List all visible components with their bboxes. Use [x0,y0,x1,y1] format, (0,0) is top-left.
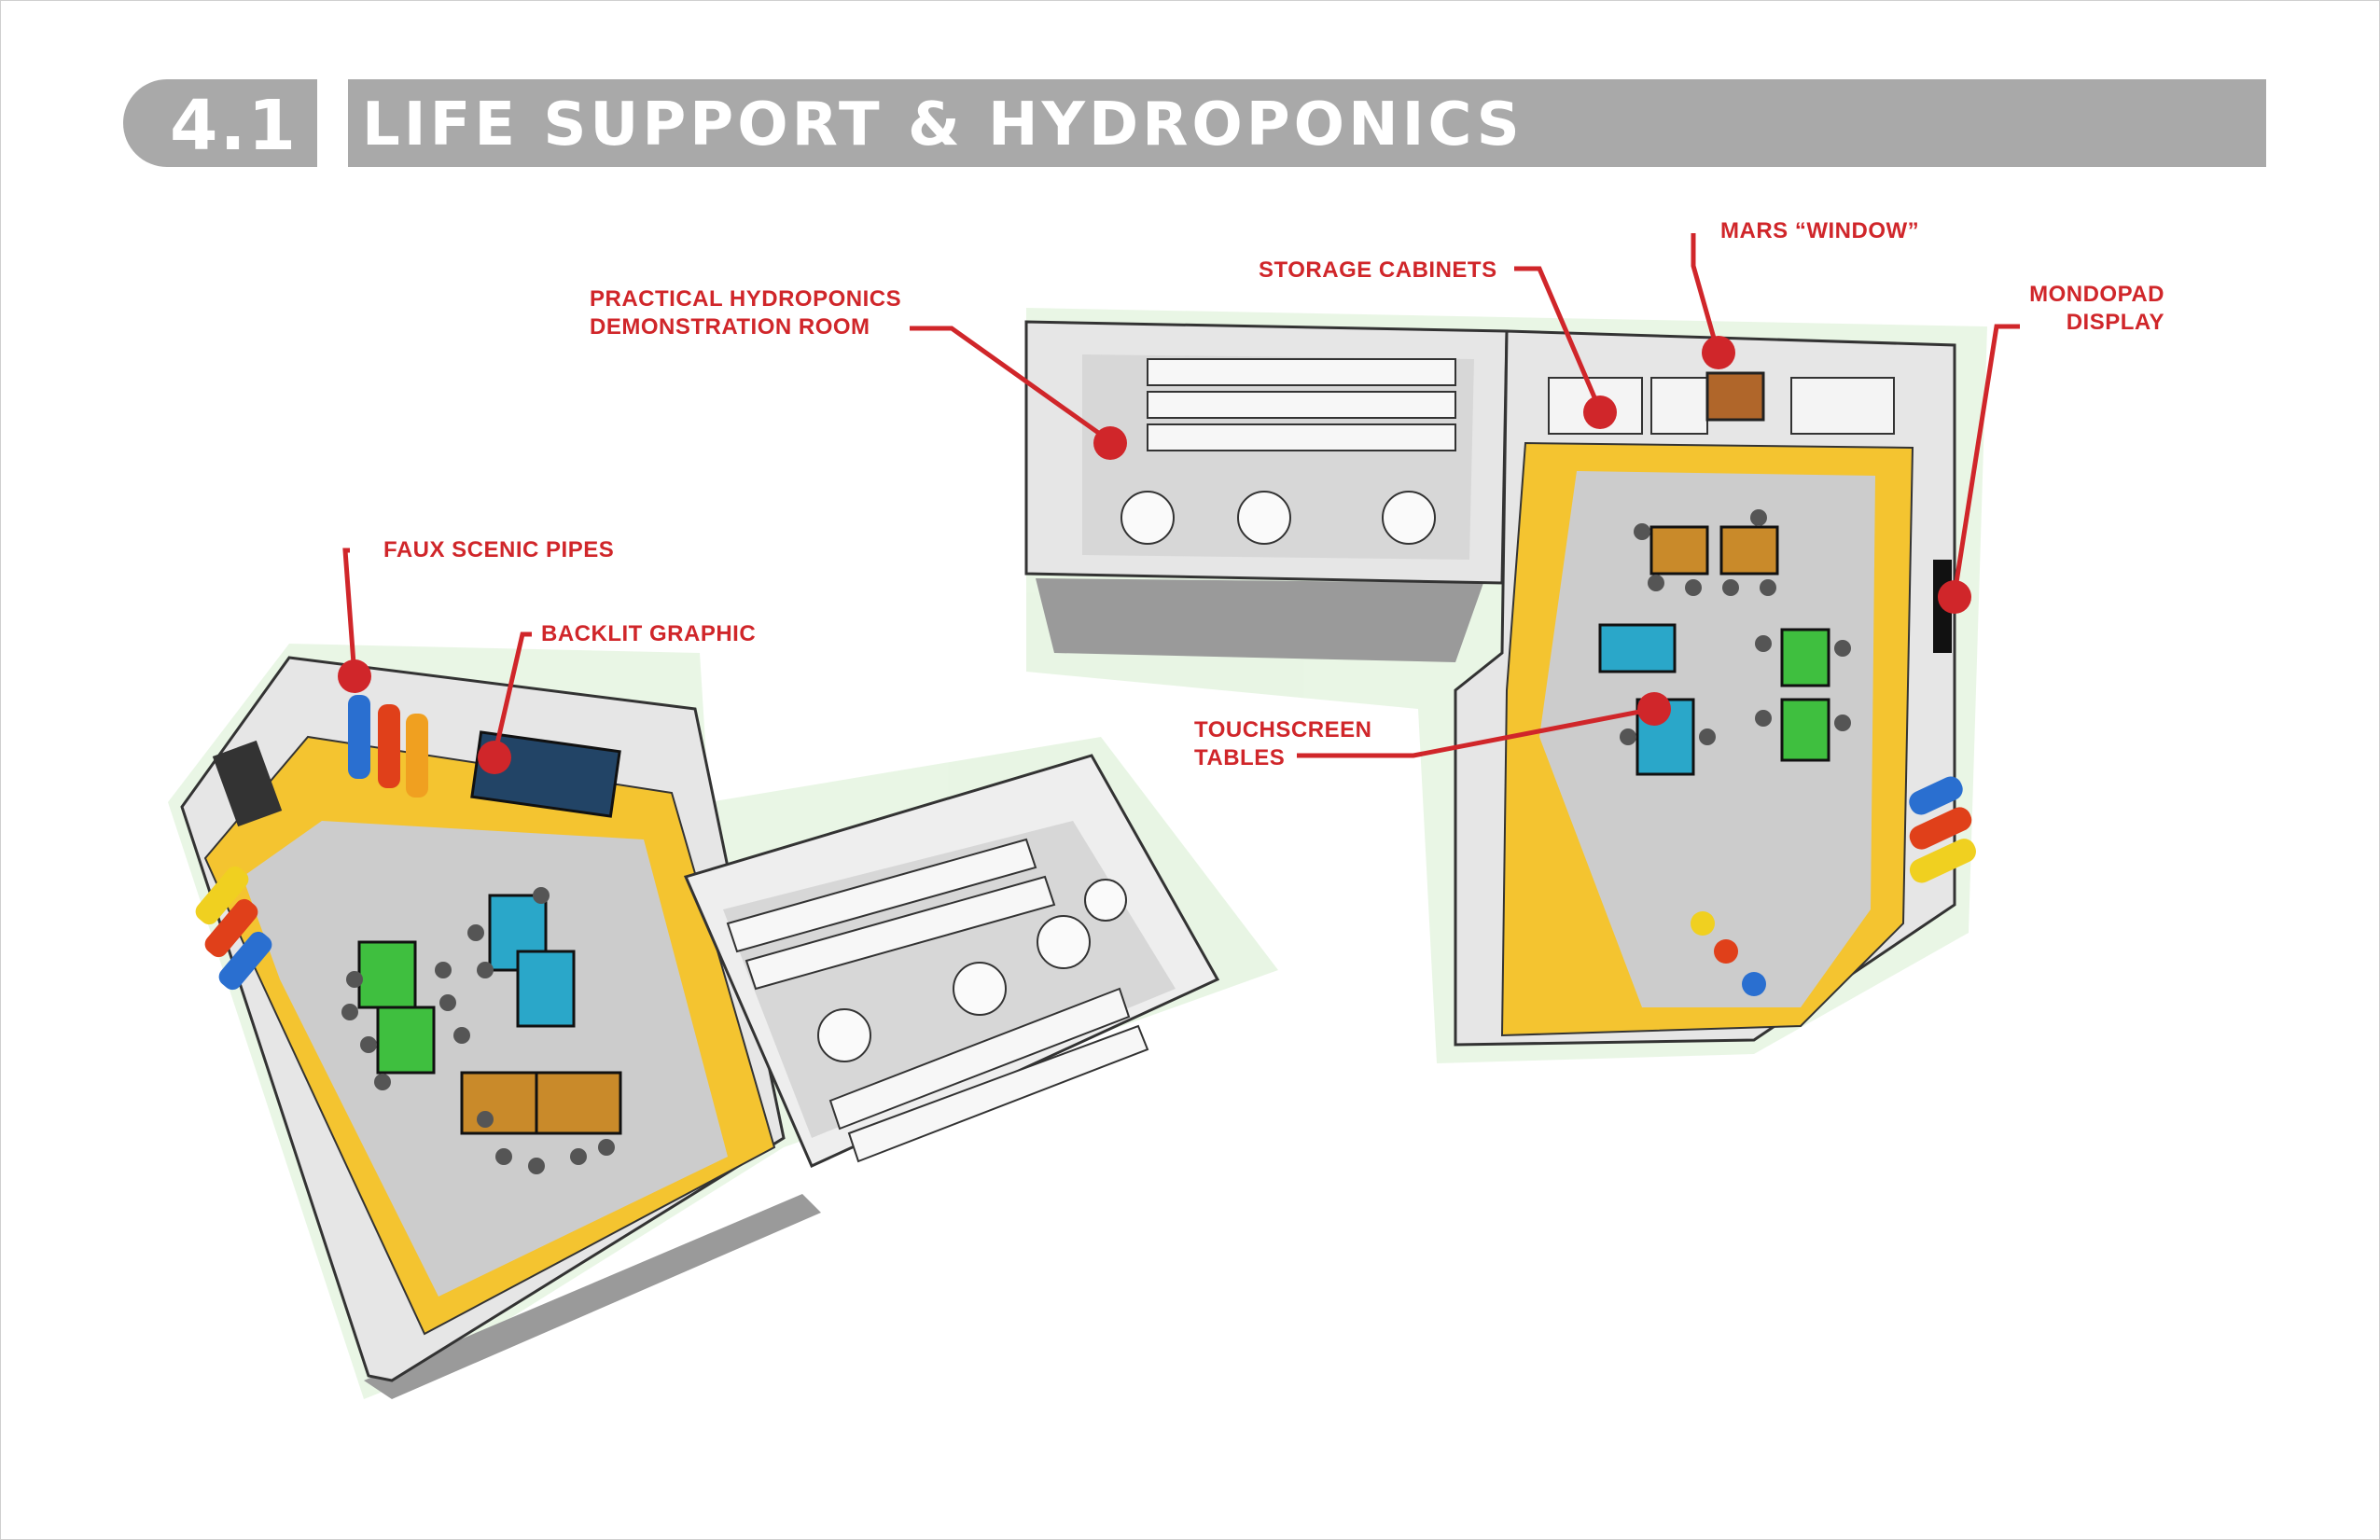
left-classroom [180,656,821,1399]
callout-touchscreen-tables: TOUCHSCREEN TABLES [1194,716,1371,772]
section-number: 4.1 [170,86,299,166]
hydro-towers-lower [817,879,1127,1062]
plant-racks-lower [726,838,1149,1163]
storage-cabinets-icon [1548,377,1895,435]
callout-mars-window: MARS “WINDOW” [1720,218,1920,243]
callout-line: TOUCHSCREEN [1194,717,1372,742]
upper-hydroponics-room [1024,320,1509,662]
callout-backlit-graphic: BACKLIT GRAPHIC [541,621,757,646]
left-door-icon [212,740,283,827]
hydro-towers-upper [1120,491,1436,545]
table-group-right [1598,525,1830,776]
left-room-shadow [364,1194,821,1399]
callout-line: TABLES [1194,745,1286,770]
callout-storage-cabinets: STORAGE CABINETS [1259,257,1497,283]
mars-window-icon [1705,371,1765,422]
left-room-gray-floor [243,821,728,1297]
page-title: LIFE SUPPORT & HYDROPONICS [362,90,1524,160]
callout-mondopad: MONDOPAD DISPLAY [1987,281,2164,337]
right-classroom [1454,329,1976,1047]
pipes-right-icon [1909,776,1976,883]
callout-leaders [342,233,2020,758]
pipes-icon [195,695,428,991]
callout-line: MONDOPAD [2029,282,2164,307]
callout-line: DISPLAY [2066,310,2164,335]
title-bar [348,79,2266,167]
section-number-tab [123,79,317,167]
callout-dots [338,336,1971,774]
upper-room-shadow [1036,578,1483,662]
plant-racks-upper [1147,358,1456,451]
chairs-left [341,887,615,1174]
table-group-left [357,894,622,1135]
callout-line: PRACTICAL HYDROPONICS [590,286,902,312]
lower-hydroponics-room [683,754,1220,1169]
callout-faux-pipes: FAUX SCENIC PIPES [383,537,615,562]
lobby-seats-icon [1691,911,1766,996]
chairs-right [1620,509,1851,745]
callout-practical-hydroponics: PRACTICAL HYDROPONICS DEMONSTRATION ROOM [590,285,901,341]
callout-line: DEMONSTRATION ROOM [590,314,870,340]
